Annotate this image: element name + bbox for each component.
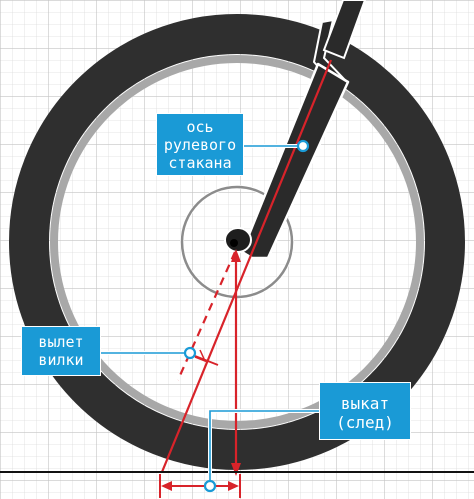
leader-trail: [203, 409, 319, 493]
steering-axis-label-line-1: ось: [186, 118, 214, 136]
axle-vertical-arrowhead-bottom: [231, 463, 241, 476]
steering-axis-callout: ось рулевого стакана: [156, 113, 244, 176]
steering-axis-line: [160, 59, 333, 473]
leader-steering-axis: [244, 139, 310, 153]
trail-arrowhead-right: [228, 481, 239, 491]
fork-dropout: [224, 227, 252, 253]
steering-axis-label-line-3: стакана: [168, 154, 232, 172]
fork-offset-label-line-1: вылет: [38, 333, 84, 351]
head-tube: [322, 0, 367, 60]
trail-label-line-1: выкат: [340, 394, 390, 413]
axle-vertical-arrowhead-top: [231, 249, 241, 262]
axle: [230, 239, 238, 247]
right-angle-marker: [194, 349, 207, 363]
fork-offset-callout: вылет вилки: [21, 326, 101, 376]
trail-arrowhead-left: [161, 481, 172, 491]
offset-parallel-dashed-line: [176, 251, 237, 381]
leader-fork-offset: [101, 346, 197, 360]
trail-label-line-2: (след): [336, 413, 394, 432]
trail-callout: выкат (след): [319, 382, 411, 440]
fork-offset-label-line-2: вилки: [38, 351, 84, 369]
steering-axis-label-line-2: рулевого: [163, 136, 237, 154]
